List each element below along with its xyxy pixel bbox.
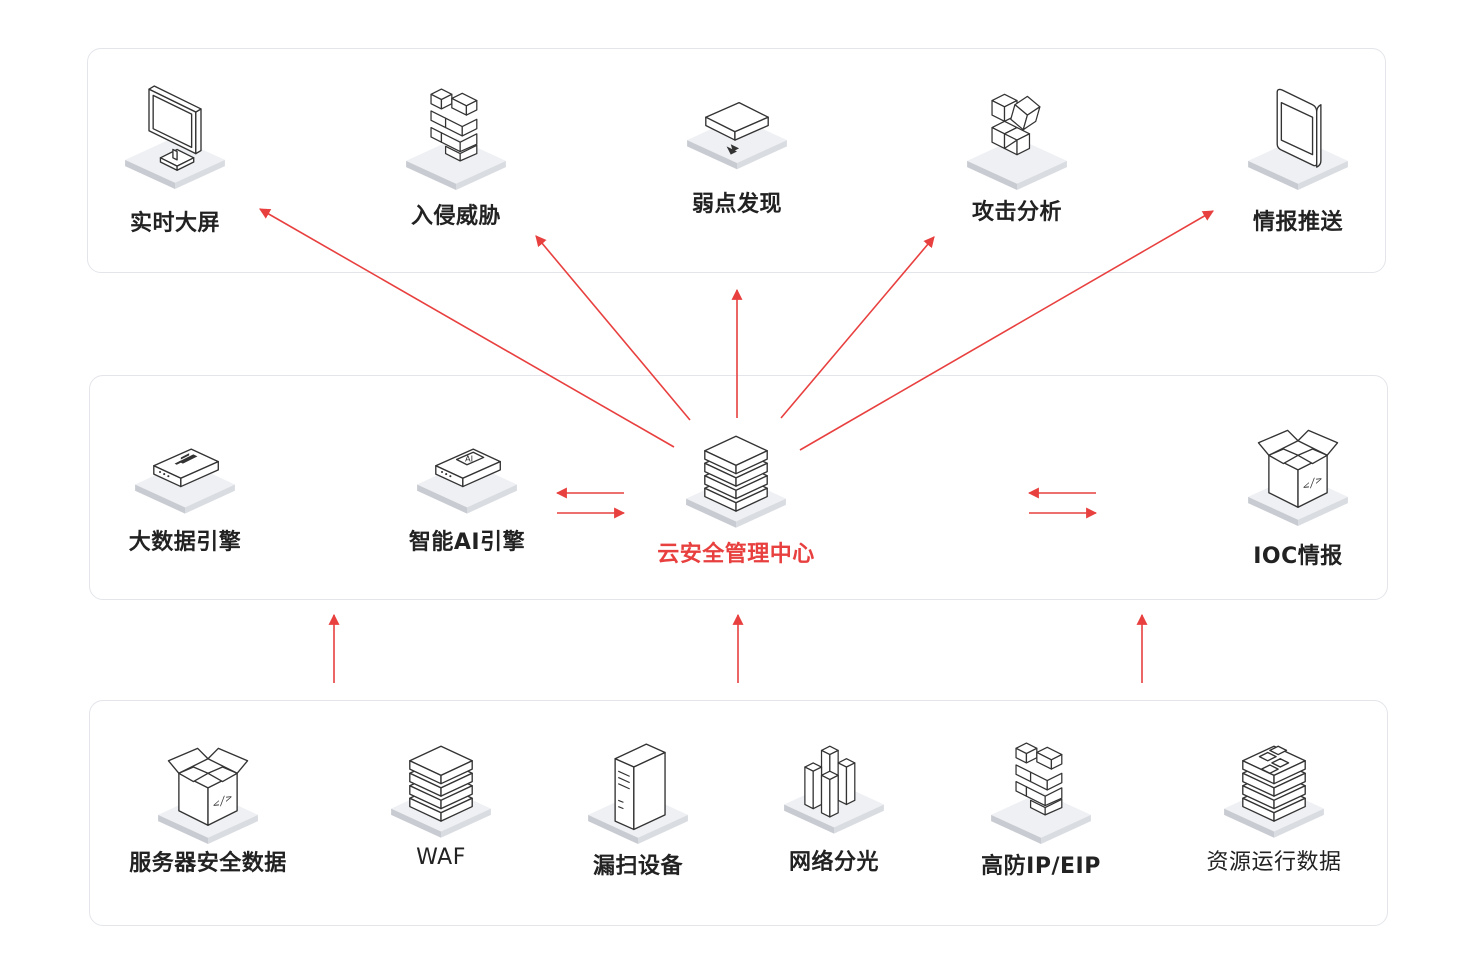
node-label: 高防IP/EIP	[981, 854, 1101, 879]
node-label: 情报推送	[1252, 210, 1343, 235]
arrow-center-to-attack	[780, 236, 935, 419]
arrow-center-to-intrusion	[535, 235, 691, 421]
node-label: 实时大屏	[129, 211, 220, 236]
stack-icon	[391, 745, 491, 838]
server-bars-icon	[135, 448, 235, 514]
phone-icon	[1248, 88, 1348, 190]
arrow-center-to-push	[799, 210, 1214, 451]
node-label: 云安全管理中心	[657, 542, 815, 567]
code-box-icon: </>	[158, 747, 258, 844]
grid-stack-icon	[1224, 745, 1324, 838]
monitor-icon	[125, 85, 225, 189]
node-label: IOC情报	[1253, 544, 1343, 569]
ai-chip-label: AI	[465, 454, 473, 464]
node-label: 攻击分析	[971, 200, 1062, 225]
buildings-icon	[784, 745, 884, 834]
node-label: 入侵威胁	[410, 204, 501, 229]
node-label: 网络分光	[788, 850, 879, 875]
cubes-icon	[967, 93, 1067, 190]
node-label: 智能AI引擎	[408, 530, 526, 555]
arrow-center-to-display	[259, 208, 675, 448]
code-box-icon: </>	[1248, 429, 1348, 526]
tower-server-icon	[588, 743, 688, 844]
stack-icon	[686, 435, 786, 528]
brick-wall-icon	[991, 742, 1091, 844]
ai-server-icon: AI	[417, 448, 517, 514]
device-download-icon	[687, 101, 787, 170]
node-label: 大数据引擎	[128, 530, 242, 555]
node-label: 服务器安全数据	[129, 851, 287, 876]
brick-wall-icon	[406, 88, 506, 190]
node-label: 漏扫设备	[592, 854, 683, 879]
node-label: 弱点发现	[691, 192, 782, 217]
data-source-panel	[89, 700, 1388, 926]
node-label: WAF	[416, 845, 466, 870]
node-label: 资源运行数据	[1206, 850, 1342, 875]
